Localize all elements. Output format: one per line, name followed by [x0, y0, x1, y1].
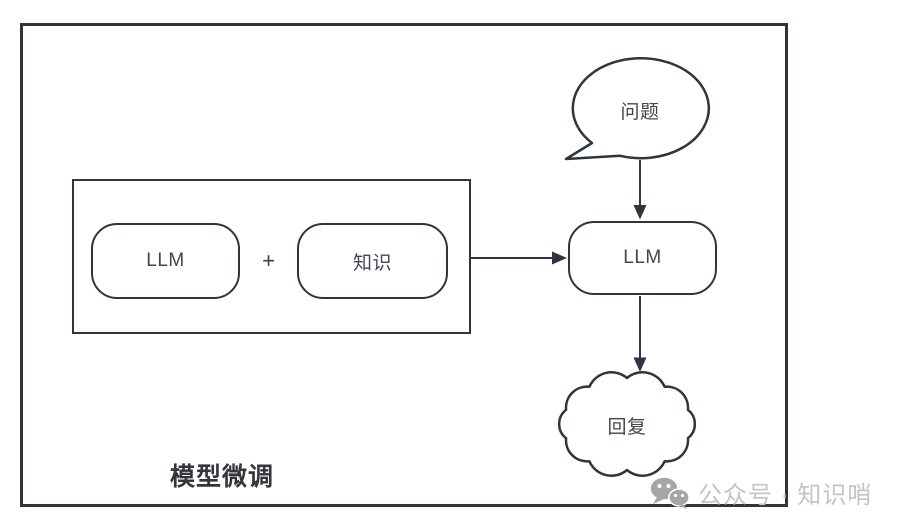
node-llm-main: LLM [568, 221, 717, 295]
watermark-text: 公众号 · 知识哨 [698, 482, 873, 509]
node-llm-main-label: LLM [623, 247, 662, 268]
node-knowledge-label: 知识 [352, 252, 392, 274]
reply-cloud-label: 回复 [607, 417, 647, 438]
plus-operator-label: + [262, 247, 275, 273]
question-bubble-label: 问题 [620, 102, 660, 123]
plus-operator: + [252, 244, 285, 277]
outer-frame [20, 23, 788, 507]
node-knowledge: 知识 [297, 223, 448, 299]
wechat-icon [650, 477, 690, 509]
node-llm-left: LLM [91, 223, 240, 299]
watermark: 公众号 · 知识哨 [650, 475, 872, 510]
fine-tune-group-label: 模型微调 [170, 463, 275, 491]
node-llm-left-label: LLM [146, 250, 185, 271]
